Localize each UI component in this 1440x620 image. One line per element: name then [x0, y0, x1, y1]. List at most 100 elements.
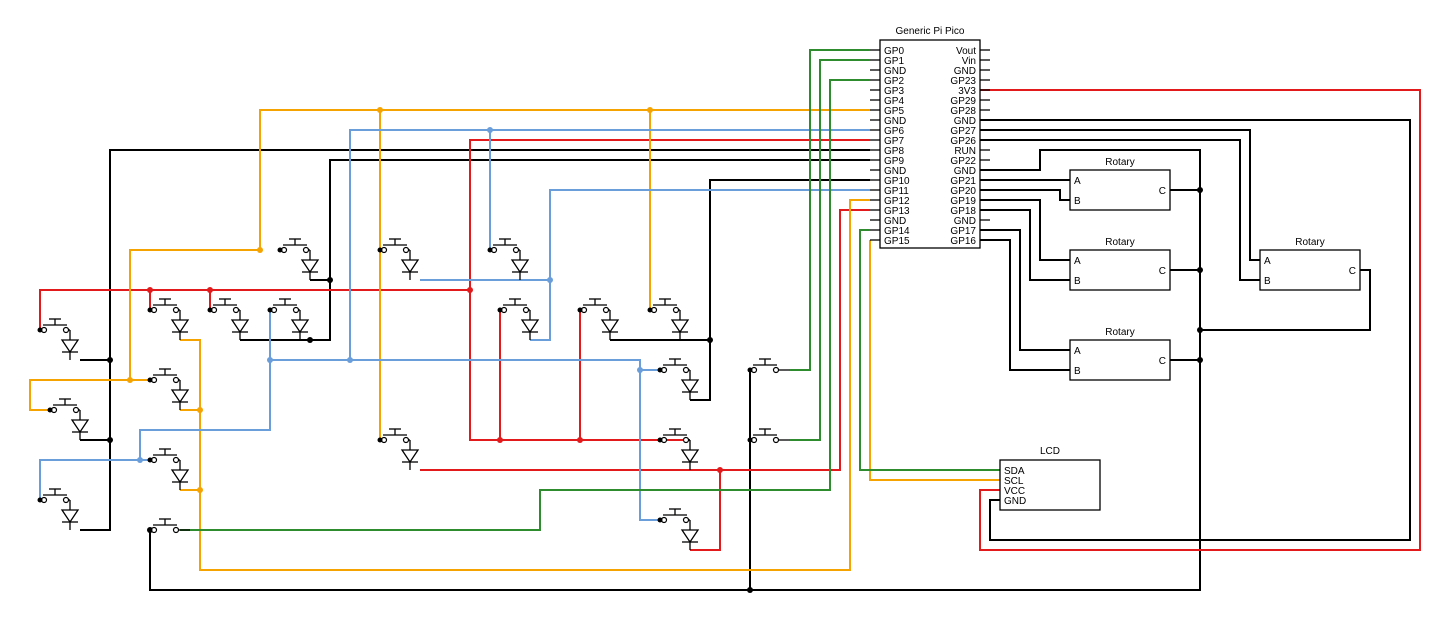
- switch-contact: [512, 246, 520, 254]
- diode-triangle: [400, 449, 420, 464]
- pico-left-pin-label: GP15: [884, 236, 910, 247]
- junction-dot: [497, 437, 503, 443]
- rotary-encoder-2: Rotary A B C: [1069, 237, 1171, 291]
- row-wire-red-top: [39, 289, 470, 330]
- switch-terminal-dot: [657, 437, 663, 443]
- key-switch-11: [377, 428, 420, 470]
- rotary-2-pin-b: B: [1074, 276, 1081, 287]
- switch-terminal-dot: [747, 367, 753, 373]
- col-wire-orange-e: [180, 199, 870, 571]
- switch-contact: [682, 516, 690, 524]
- junction-dot: [147, 287, 153, 293]
- switch-contact: [72, 406, 80, 414]
- col-wire-blue-c: [530, 189, 870, 341]
- key-switch-14: [577, 298, 620, 340]
- pico-right-pin-label: 3V3: [958, 86, 976, 97]
- key-switch-8: [267, 298, 310, 340]
- rot4-a-wire: [980, 129, 1260, 261]
- junction-dot: [637, 367, 643, 373]
- switch-terminal-dot: [657, 367, 663, 373]
- switch-contact: [602, 306, 610, 314]
- junction-dot: [257, 247, 263, 253]
- rotary-encoder-4: Rotary A B C: [1259, 237, 1361, 291]
- extra-button-3: [147, 518, 190, 534]
- row-wire-red-low-b: [690, 470, 721, 551]
- diode-triangle: [600, 319, 620, 334]
- diode-triangle: [520, 319, 540, 334]
- rotary-2-title: Rotary: [1105, 237, 1134, 248]
- lcd-scl-wire: [869, 240, 1000, 481]
- switch-contact: [62, 326, 70, 334]
- pico-left-pin-label: GP4: [884, 96, 904, 107]
- rotary-encoder-1: Rotary A B C: [1069, 157, 1171, 211]
- diode-triangle: [510, 259, 530, 274]
- lcd-pin-gnd: GND: [1004, 496, 1026, 507]
- lcd-sda-wire: [859, 229, 1000, 471]
- switch-terminal-dot: [377, 437, 383, 443]
- key-switch-2: [47, 398, 90, 440]
- key-switch-1: [37, 318, 80, 360]
- pico-left-pin-label: GP7: [884, 136, 904, 147]
- pico-left-pin-label: GP2: [884, 76, 904, 87]
- switch-contact: [772, 366, 780, 374]
- rotary-1-pin-b: B: [1074, 196, 1081, 207]
- btn-wire-green-2: [790, 59, 870, 441]
- pico-right-pin-label: GP22: [950, 156, 976, 167]
- switch-contact: [292, 306, 300, 314]
- key-switch-12: [487, 238, 530, 280]
- pico-right-pin-label: GP28: [950, 106, 976, 117]
- key-switch-15: [647, 298, 690, 340]
- pico-left-pin-label: GP10: [884, 176, 910, 187]
- ground-wire-col1: [240, 159, 870, 341]
- pico-left-pin-label: GP1: [884, 56, 904, 67]
- lcd-pin-vcc: VCC: [1004, 486, 1025, 497]
- switch-contact: [302, 246, 310, 254]
- pico-right-pin-label: GND: [954, 66, 976, 77]
- diode-triangle: [170, 389, 190, 404]
- junction-dot: [377, 107, 383, 113]
- rotary-3-pin-b: B: [1074, 366, 1081, 377]
- pico-right-pin-label: GP19: [950, 196, 976, 207]
- junction-dot: [197, 487, 203, 493]
- lcd-body: [999, 459, 1101, 511]
- rot3-b-wire: [980, 239, 1070, 371]
- switch-terminal-dot: [147, 527, 153, 533]
- junction-dot: [1197, 327, 1203, 333]
- rot3-a-wire: [980, 229, 1070, 351]
- rotary-4-body: [1259, 249, 1361, 291]
- col-wire-orange-a: [29, 109, 870, 411]
- pico-right-pin-label: GP17: [950, 226, 976, 237]
- pico-right-pin-label: GP21: [950, 176, 976, 187]
- key-switch-3: [37, 488, 80, 530]
- junction-dot: [1197, 267, 1203, 273]
- switch-contact: [672, 306, 680, 314]
- extra-button-1: [747, 358, 790, 374]
- pico-right-pin-label: GP20: [950, 186, 976, 197]
- switch-terminal-dot: [277, 247, 283, 253]
- junction-dot: [107, 357, 113, 363]
- btn-wire-green-1: [790, 49, 870, 371]
- junction-dot: [717, 467, 723, 473]
- rotary-2-pin-a: A: [1074, 256, 1081, 267]
- pico-left-pin-label: GP12: [884, 196, 910, 207]
- switch-terminal-dot: [377, 247, 383, 253]
- diode-triangle: [70, 419, 90, 434]
- pico-left-pin-label: GP11: [884, 186, 909, 197]
- pico-left-pin-label: GP3: [884, 86, 904, 97]
- diode-triangle: [60, 339, 80, 354]
- junction-dot: [107, 437, 113, 443]
- switch-terminal-dot: [647, 307, 653, 313]
- diode-triangle: [230, 319, 250, 334]
- switch-contact: [172, 306, 180, 314]
- junction-dot: [327, 277, 333, 283]
- col-wire-blue-f: [350, 359, 660, 521]
- diode-triangle: [170, 319, 190, 334]
- lcd-pin-scl: SCL: [1004, 476, 1024, 487]
- pico-right-pin-label: Vout: [956, 46, 976, 57]
- key-switch-16: [657, 358, 700, 400]
- lcd-pin-sda: SDA: [1004, 466, 1025, 477]
- pico-right-pin-label: GND: [954, 166, 976, 177]
- junction-dot: [207, 287, 213, 293]
- switch-contact: [682, 366, 690, 374]
